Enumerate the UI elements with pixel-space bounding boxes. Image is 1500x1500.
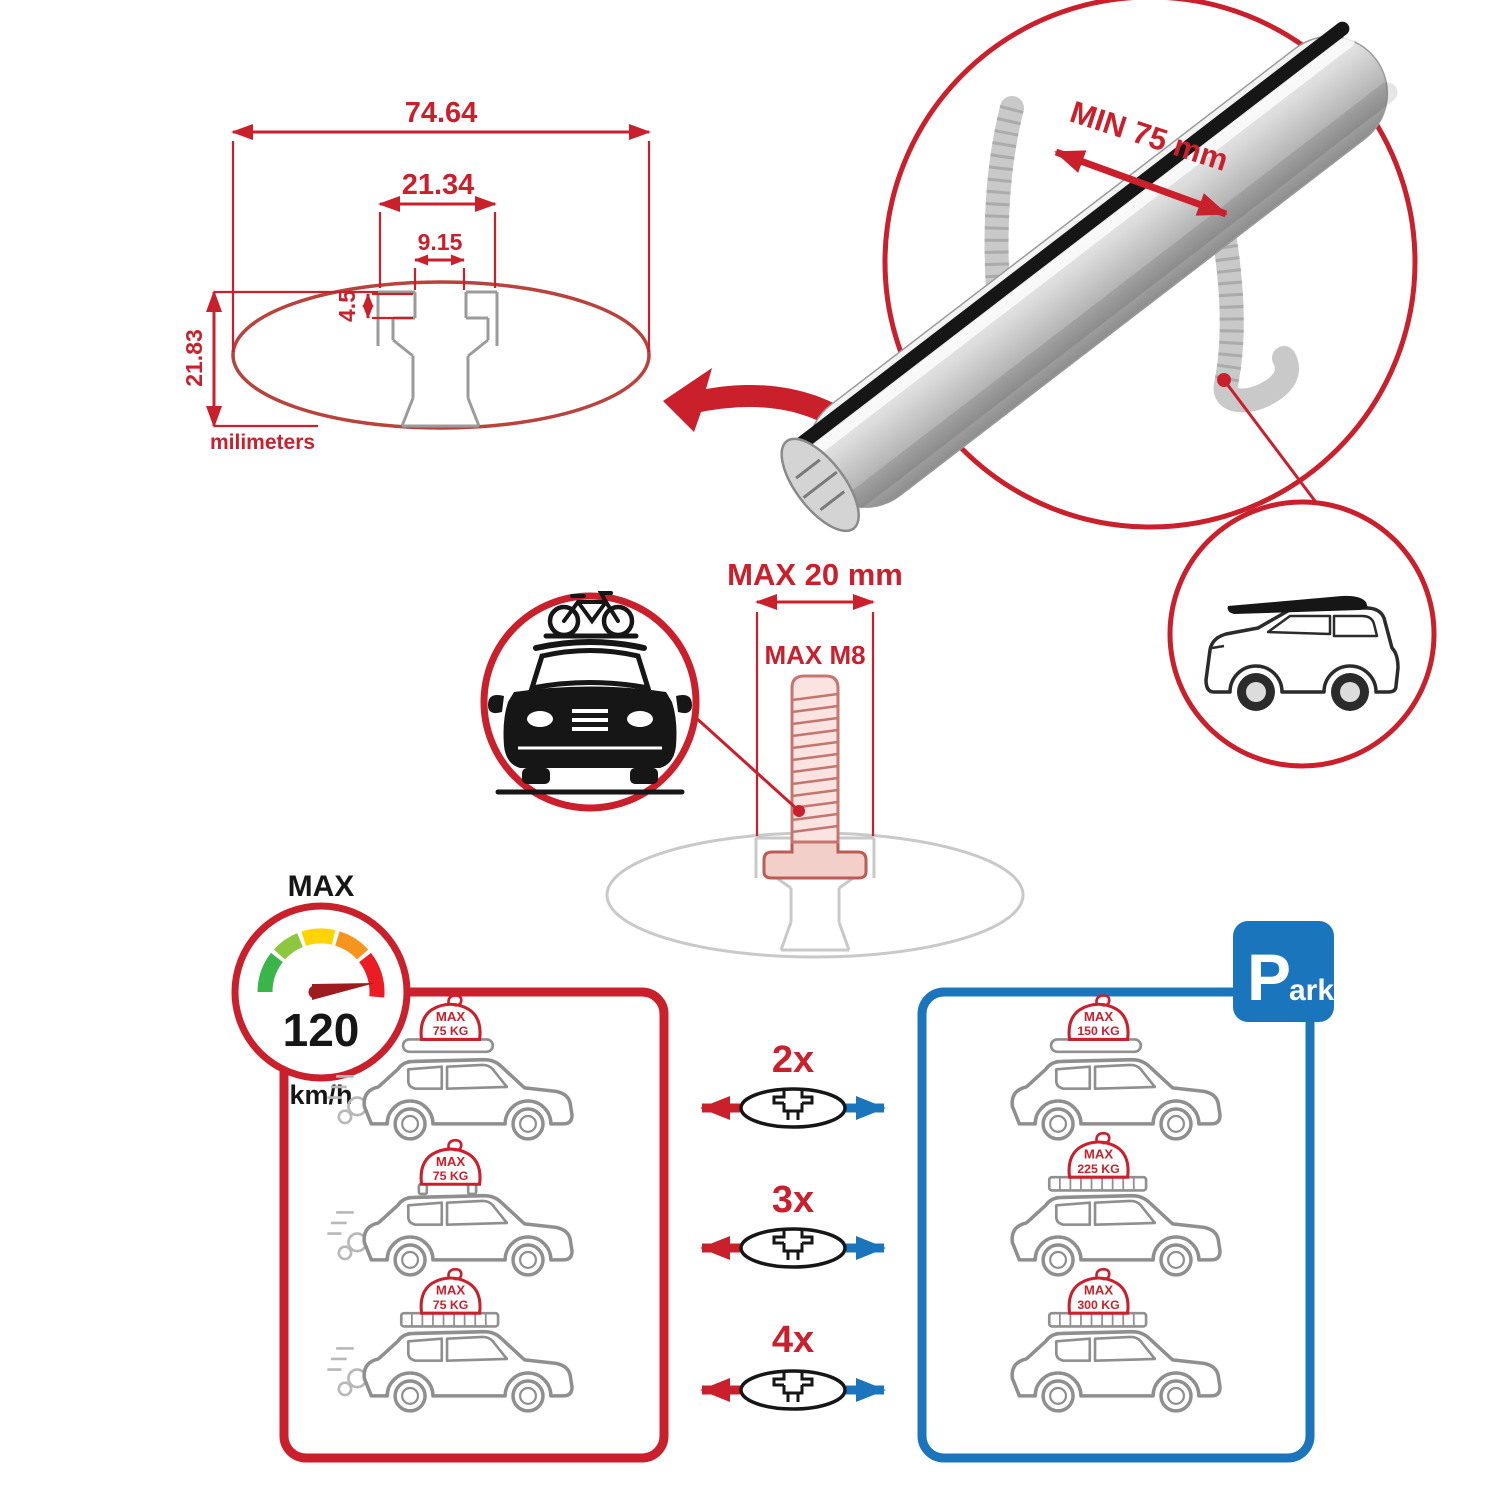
dim-slot-opening: 9.15 (418, 229, 463, 255)
dim-slot-outer: 21.34 (402, 169, 475, 201)
bar-count-row-3: 4x (700, 1319, 886, 1411)
park-sign-letter: P (1247, 940, 1291, 1014)
sign-title: MAX (436, 1009, 466, 1024)
bar-count-label: 2x (772, 1039, 814, 1081)
speed-value: 120 (283, 1004, 360, 1056)
speed-unit: km/h (289, 1080, 352, 1110)
bolt-max-width-label: MAX 20 mm (727, 557, 903, 592)
park-sign-plate (1233, 921, 1334, 1022)
parked-car-3: MAX 300 KG (1010, 1267, 1222, 1413)
speed-max-label: MAX (288, 870, 355, 903)
badge-connector-line (692, 714, 799, 811)
ext-lines-total-width (231, 141, 651, 352)
vehicle-roofbox-closeup (1167, 379, 1437, 769)
units-label: milimeters (210, 431, 315, 454)
driving-car-2: MAX 75 KG (326, 1138, 574, 1277)
sign-load: 75 KG (433, 1024, 469, 1038)
sign-title: MAX (1084, 1283, 1114, 1298)
rubber-strip (794, 21, 1350, 451)
bar-count-rows: 2x 3x 4x (700, 1039, 886, 1411)
bar-count-row-2: 3x (700, 1179, 886, 1269)
headlight-right (627, 711, 653, 727)
ext-lines-slot-opening (413, 268, 466, 290)
sign-load: 75 KG (433, 1169, 469, 1183)
park-sign: P ark (1233, 921, 1334, 1022)
usage-panels: MAX 120 km/h P ark MAX 75 KG (231, 870, 1334, 1463)
roofbox-icon (1227, 595, 1368, 614)
gauge-icon (257, 928, 385, 998)
speedometer-badge: MAX 120 km/h (231, 870, 411, 1110)
dim-lip-depth: 4.5 (334, 290, 360, 322)
driving-car-3: MAX 75 KG (326, 1267, 574, 1413)
bar-count-row-1: 2x (700, 1039, 886, 1129)
sign-title: MAX (436, 1154, 466, 1169)
dim-total-width: 74.64 (405, 97, 478, 129)
vehicle-front-closeup (480, 591, 805, 817)
parked-car-1: MAX 150 KG (1010, 993, 1222, 1141)
ext-lines-slot-outer (378, 212, 497, 288)
cross-section-drawing: 74.64 21.34 9.15 4.5 21.83 milimeters (181, 97, 651, 454)
bolt-point-dot (793, 805, 805, 817)
bolt-diagram: MAX 20 mm MAX M8 (605, 557, 1025, 959)
curved-arrow-icon (663, 368, 861, 440)
parked-car-2: MAX 225 KG (1010, 1131, 1222, 1277)
sign-load: 75 KG (433, 1298, 469, 1312)
sign-title: MAX (436, 1283, 466, 1298)
sign-load: 150 KG (1077, 1024, 1119, 1038)
bar-count-label: 4x (772, 1319, 814, 1361)
crossbar-render (780, 21, 1398, 533)
bolt-ext-lines (755, 612, 875, 836)
sign-title: MAX (1084, 1147, 1114, 1162)
gauge-pivot (308, 985, 322, 999)
bolt-icon (762, 674, 868, 880)
closeup-connector-line (1222, 379, 1320, 506)
suv-with-roofbox-icon (1204, 595, 1400, 711)
sign-load: 225 KG (1077, 1162, 1119, 1176)
min-span-arrow (1054, 148, 1228, 218)
sign-title: MAX (1084, 1009, 1114, 1024)
park-sign-rest: ark (1289, 974, 1334, 1007)
bolt-max-thread-label: MAX M8 (764, 640, 865, 670)
bar-count-label: 3x (772, 1179, 814, 1221)
car-front-icon (488, 591, 692, 795)
t-slot-profile (376, 290, 499, 428)
sign-load: 300 KG (1077, 1298, 1119, 1312)
profile-ellipse (231, 280, 651, 430)
ext-lines-lip-depth (372, 292, 413, 320)
ext-lines-total-height (214, 290, 378, 428)
driving-car-1: MAX 75 KG (326, 993, 574, 1141)
headlight-left (527, 711, 553, 727)
gauge-needle (312, 983, 375, 1000)
crossbar-closeup: MIN 75 mm (780, 0, 1418, 533)
dimensions: 74.64 21.34 9.15 4.5 21.83 milimeters (181, 97, 651, 454)
dim-total-height: 21.83 (181, 329, 207, 387)
